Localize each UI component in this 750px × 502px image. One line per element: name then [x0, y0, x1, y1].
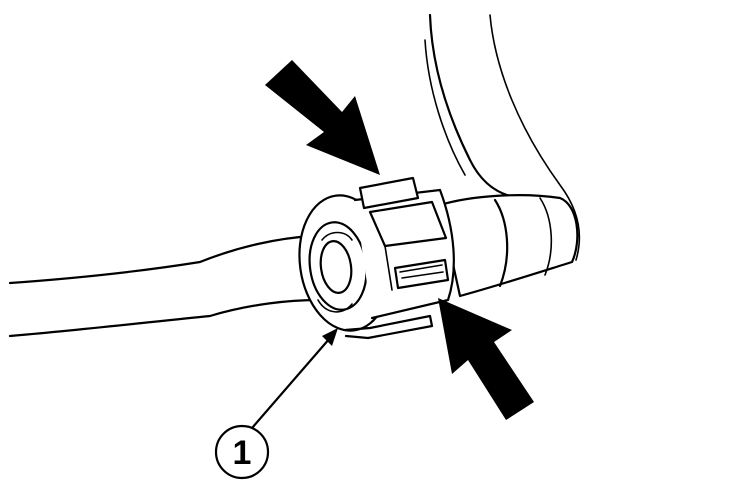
background-hose: [424, 13, 581, 261]
callout-1-label: 1: [233, 434, 252, 472]
connector-body: [343, 176, 455, 340]
callout-1: 1: [214, 328, 338, 480]
right-tube: [438, 194, 579, 298]
arrow-pointing-up-left-icon: [438, 298, 534, 420]
left-pipe: [8, 234, 320, 338]
arrow-pointing-down-right-icon: [265, 60, 380, 175]
